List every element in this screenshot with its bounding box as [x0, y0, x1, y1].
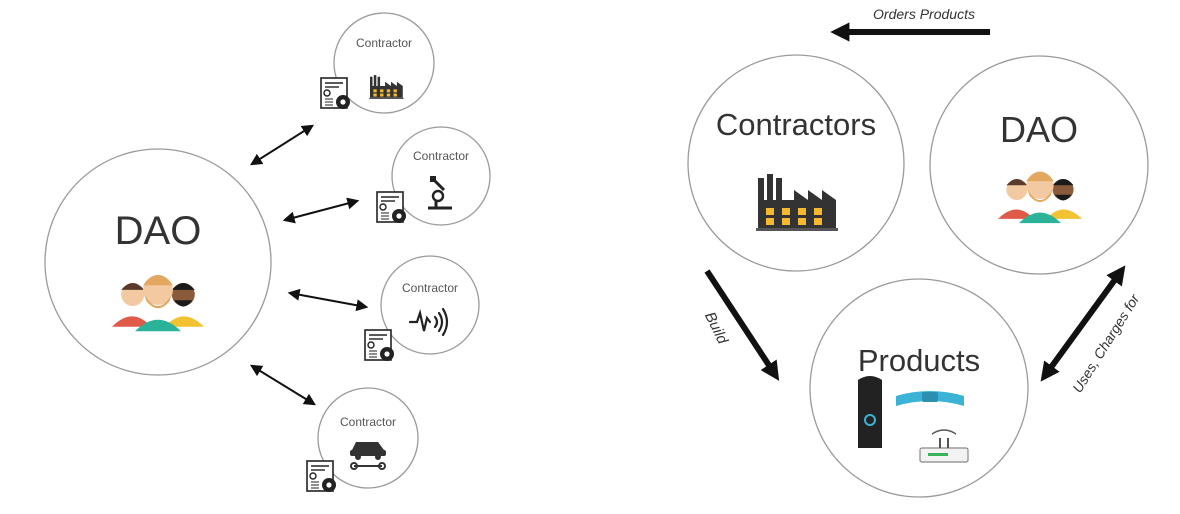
contractor-node-2: Contractor	[376, 126, 491, 226]
smart-contract-icon	[320, 77, 351, 110]
smart-contract-icon	[376, 191, 407, 224]
arrow-dao-contractor-3	[287, 288, 369, 312]
contractor-node-3: Contractor	[364, 255, 480, 362]
smart-contract-icon	[364, 329, 395, 362]
contractor-node-1: Contractor	[320, 12, 435, 114]
smart-contract-icon	[306, 460, 337, 493]
uses-charges-arrow	[1040, 265, 1126, 382]
arrow-dao-contractor-2	[282, 197, 360, 224]
contractor-node-4: Contractor	[306, 387, 419, 493]
left-dao-node: DAO	[44, 148, 272, 376]
right-diagram: Orders Products Contractors DAO Products	[687, 6, 1149, 498]
uses-charges-label: Uses, Charges for	[1069, 290, 1143, 395]
build-label: Build	[701, 309, 731, 347]
fitness-band-icon	[896, 391, 964, 406]
right-dao-label: DAO	[1000, 109, 1078, 150]
arrow-dao-contractor-1	[249, 124, 315, 166]
left-diagram: DAO Contractor Contractor	[44, 12, 491, 493]
contractor-label-4: Contractor	[340, 415, 396, 429]
contractors-node: Contractors	[687, 54, 905, 272]
contractor-label-3: Contractor	[402, 281, 458, 295]
car-icon	[350, 442, 386, 470]
products-label: Products	[858, 343, 980, 378]
contractor-label-2: Contractor	[413, 149, 469, 163]
orders-products-label: Orders Products	[873, 6, 975, 22]
arrow-dao-contractor-4	[249, 364, 317, 406]
contractors-label: Contractors	[716, 107, 876, 142]
build-arrow	[704, 269, 780, 381]
sensor-wave-icon	[408, 307, 449, 337]
router-icon	[919, 429, 969, 463]
left-dao-label: DAO	[115, 209, 202, 253]
right-dao-node: DAO	[929, 55, 1149, 275]
contractor-label-1: Contractor	[356, 36, 412, 50]
products-node: Products	[809, 278, 1029, 498]
microscope-icon	[428, 176, 452, 210]
smart-speaker-icon	[858, 376, 882, 448]
